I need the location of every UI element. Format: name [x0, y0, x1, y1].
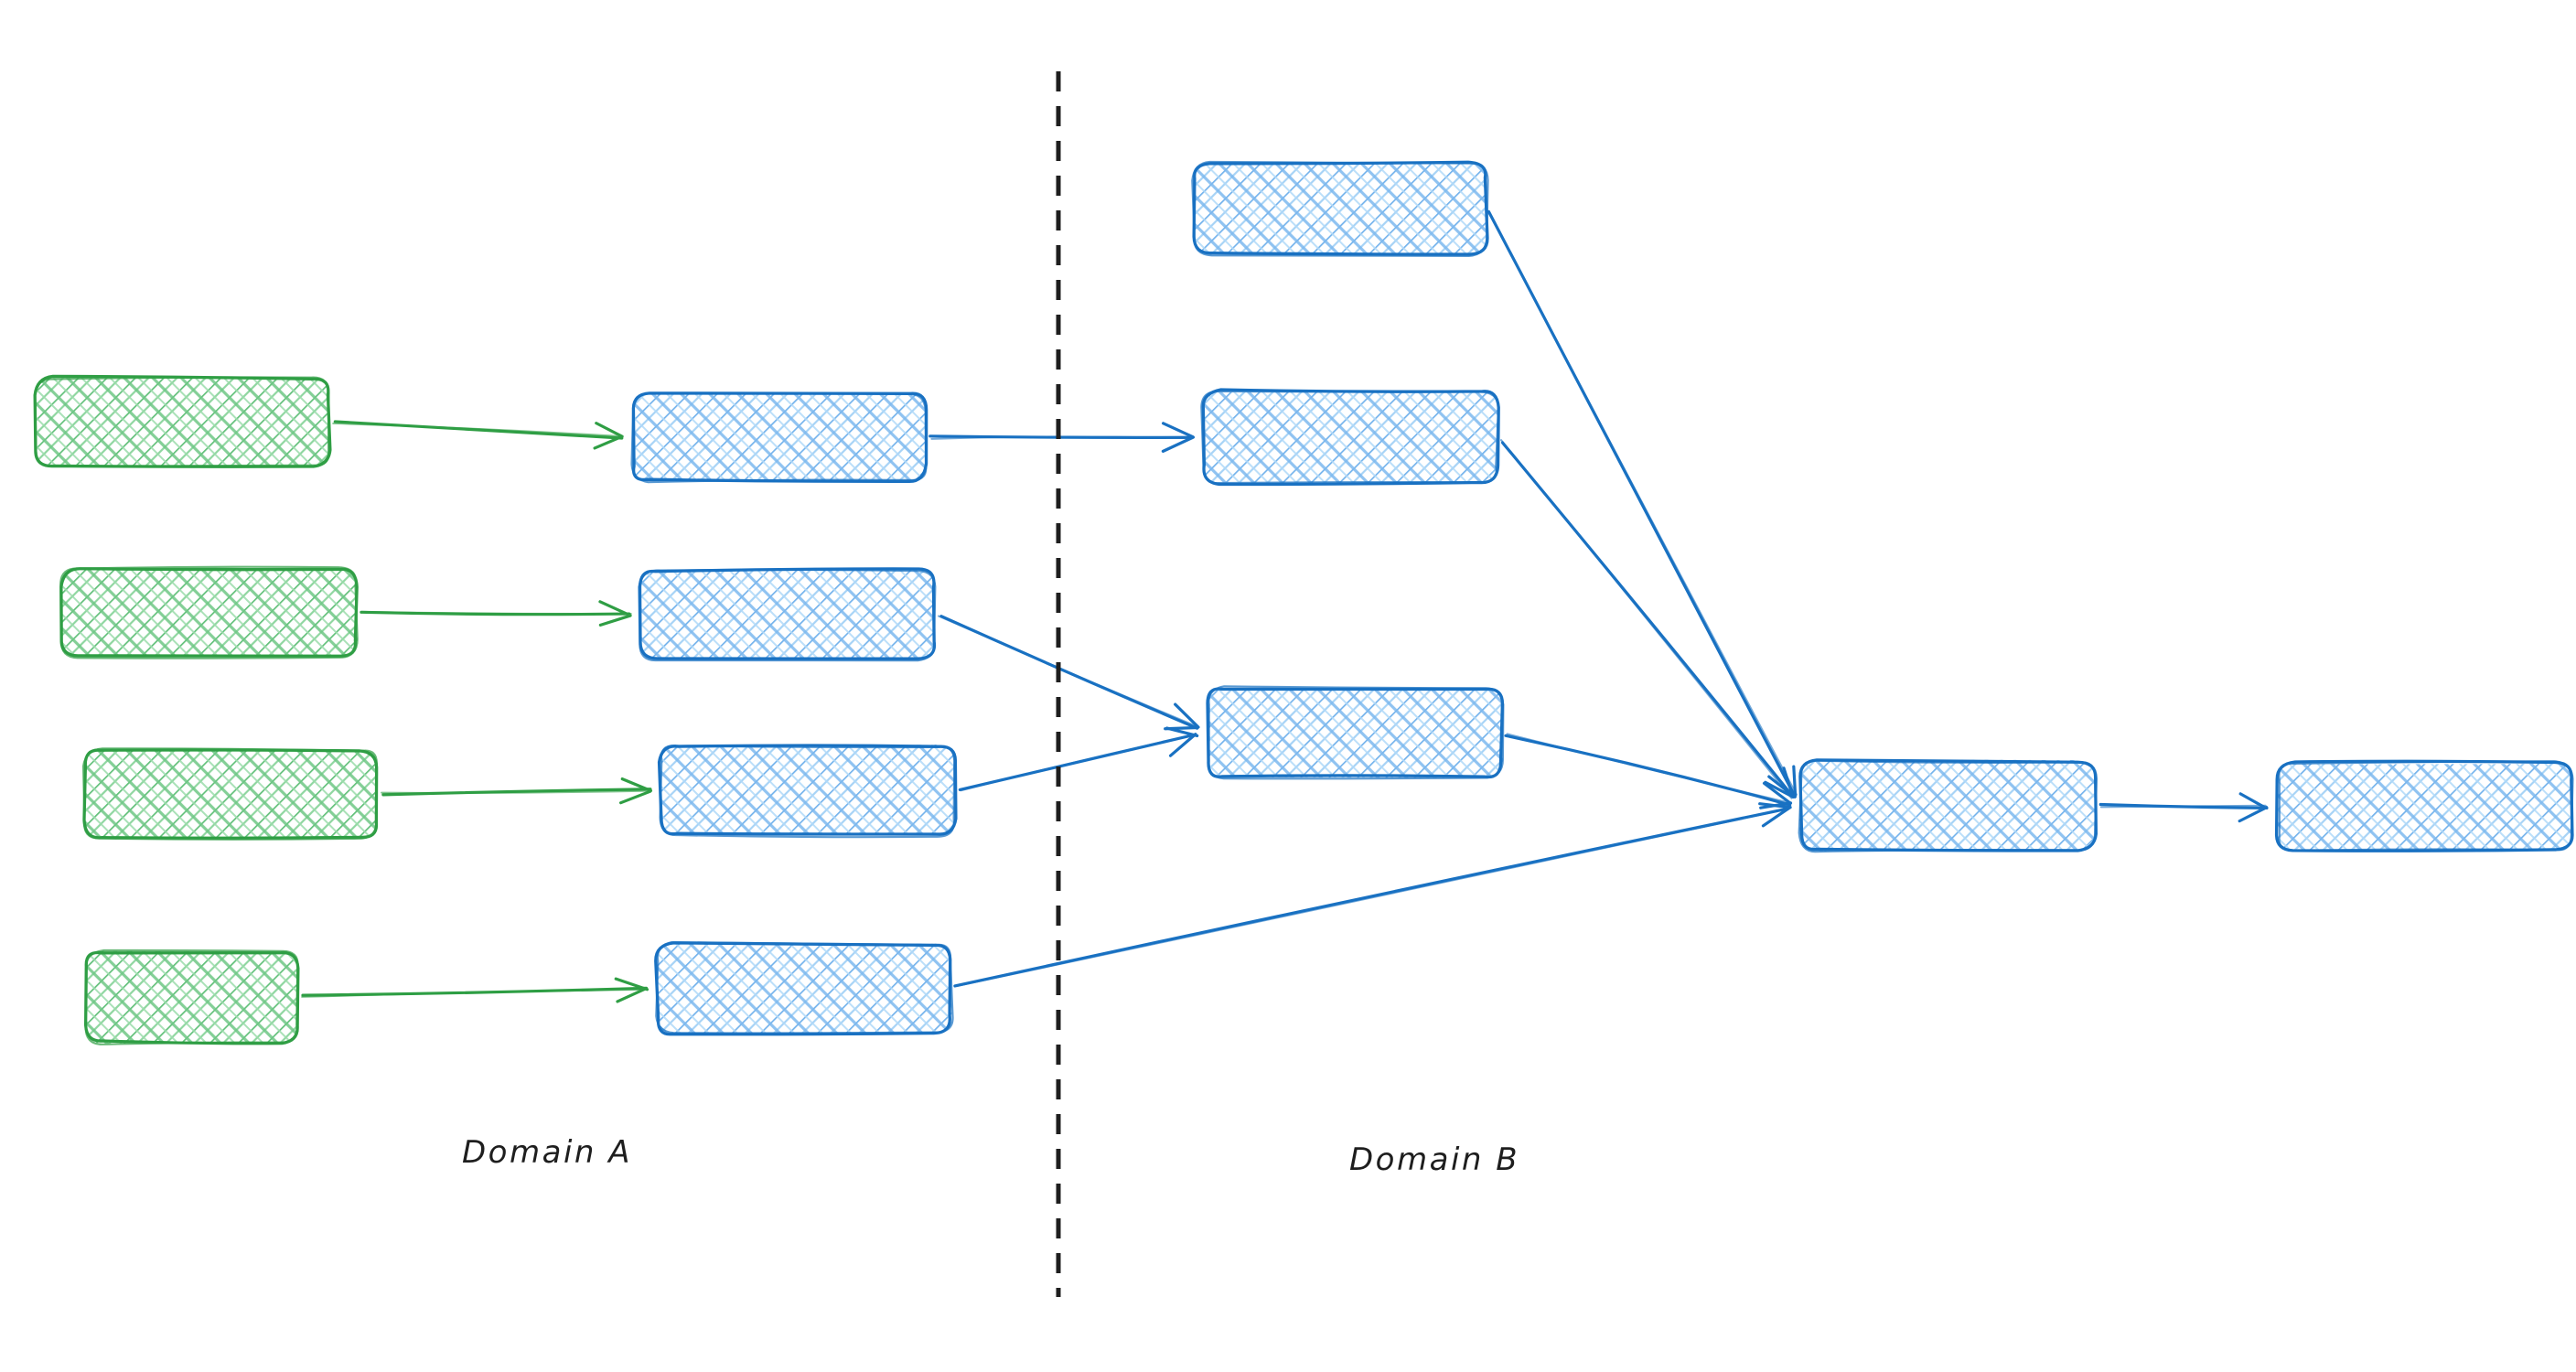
edge-d1-e1 [2098, 792, 2269, 823]
node-c2[interactable] [1200, 388, 1500, 487]
node-d1[interactable] [1798, 758, 2098, 853]
edge-c2-d1 [1500, 439, 1795, 799]
edge-a4-b4 [301, 977, 649, 1003]
domain-a-label: Domain A [462, 1134, 632, 1171]
node-c1[interactable] [1191, 160, 1489, 257]
edge-b3-c3 [958, 726, 1199, 792]
node-b4[interactable] [654, 941, 954, 1036]
edge-c3-d1 [1504, 733, 1793, 809]
edge-layer [301, 209, 2269, 1003]
node-a2[interactable] [59, 565, 359, 659]
node-layer [33, 160, 2574, 1045]
node-a4[interactable] [83, 949, 300, 1045]
edge-b2-c3 [938, 615, 1200, 731]
node-c3[interactable] [1206, 685, 1505, 780]
node-a3[interactable] [81, 747, 379, 841]
edge-a3-b3 [381, 777, 653, 805]
domain-b-label: Domain B [1349, 1142, 1520, 1178]
edge-b1-c2 [928, 422, 1196, 453]
edge-c1-d1 [1487, 209, 1798, 799]
edge-a1-b1 [332, 420, 624, 450]
edge-b4-d1 [953, 802, 1792, 988]
node-e1[interactable] [2274, 759, 2574, 852]
node-a1[interactable] [33, 374, 332, 468]
node-b3[interactable] [657, 744, 958, 839]
node-b2[interactable] [638, 567, 937, 662]
edge-a2-b2 [360, 600, 632, 627]
node-b1[interactable] [630, 391, 928, 484]
